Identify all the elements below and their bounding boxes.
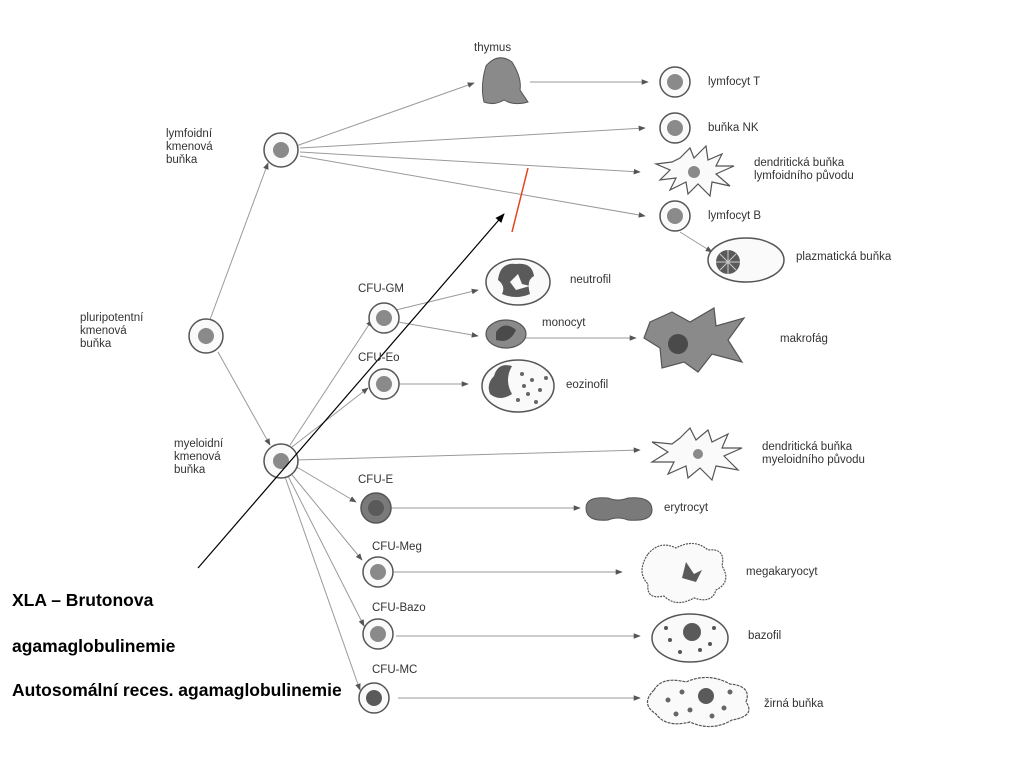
xla-note: XLA – Brutonova (12, 590, 154, 610)
eosinophil-cell (481, 359, 555, 413)
pluripotent-stem-cell-label: pluripotentní kmenová buňka (80, 312, 144, 350)
thymus-icon (481, 57, 529, 105)
agammaglobulinemia-note: agamaglobulinemie (12, 636, 176, 656)
erythrocyte-icon (585, 497, 653, 521)
monocyte-cell (485, 319, 527, 349)
nk-cell (659, 112, 691, 144)
cfu-bazo-cell (362, 618, 394, 650)
erythrocyte-label: erytrocyt (664, 502, 709, 514)
mast-cell-label: žirná buňka (764, 698, 824, 710)
lymphoid-stem-cell-label: lymfoidní kmenová buňka (166, 128, 213, 166)
autosomal-agammaglobulinemia-note: Autosomální reces. agamaglobulinemie (12, 680, 342, 700)
connection-lines (207, 79, 713, 701)
cfu-e-label: CFU-E (358, 474, 394, 486)
myeloid-dendritic-cell-label: dendritická buňka myeloidního původu (762, 441, 865, 466)
basophil-cell (651, 613, 729, 663)
cfu-e-cell (360, 492, 392, 524)
b-lymphocyte-cell (659, 200, 691, 232)
neutrophil-cell (485, 258, 551, 306)
cfu-mc-label: CFU-MC (372, 664, 418, 676)
eosinophil-label: eozinofil (566, 379, 609, 391)
macrophage-label: makrofág (780, 333, 828, 345)
megakaryocyte-cell (641, 542, 727, 604)
xla-pointer-arrow (197, 213, 505, 569)
cfu-mc-cell (358, 682, 390, 714)
plasma-cell (707, 237, 785, 283)
neutrophil-label: neutrofil (570, 274, 611, 286)
b-lymphocyte-label: lymfocyt B (708, 210, 762, 222)
megakaryocyte-label: megakaryocyt (746, 566, 818, 578)
pluripotent-stem-cell (188, 318, 224, 354)
cfu-eo-label: CFU-Eo (358, 352, 400, 364)
lymphoid-stem-cell (263, 132, 299, 168)
plasma-cell-label: plazmatická buňka (796, 251, 892, 263)
cfu-eo-cell (368, 368, 400, 400)
myeloid-stem-cell-label: myeloidní kmenová buňka (174, 438, 224, 476)
thymus-label: thymus (474, 42, 512, 54)
myeloid-dendritic-cell (649, 426, 743, 482)
macrophage-cell (643, 307, 746, 373)
cfu-bazo-label: CFU-Bazo (372, 602, 426, 614)
cfu-gm-cell (368, 302, 400, 334)
cfu-gm-label: CFU-GM (358, 283, 404, 295)
lymphoid-dendritic-cell-label: dendritická buňka lymfoidního původu (754, 157, 854, 182)
b-cell-block-mark (511, 167, 529, 233)
basophil-label: bazofil (748, 630, 782, 642)
nk-cell-label: buňka NK (708, 122, 759, 134)
monocyte-label: monocyt (542, 317, 586, 329)
t-lymphocyte-cell (659, 66, 691, 98)
mast-cell (646, 676, 750, 728)
cfu-meg-label: CFU-Meg (372, 541, 422, 553)
myeloid-stem-cell (263, 443, 299, 479)
cfu-meg-cell (362, 556, 394, 588)
lymphoid-dendritic-nucleus (688, 166, 700, 178)
t-lymphocyte-label: lymfocyt T (708, 76, 761, 88)
